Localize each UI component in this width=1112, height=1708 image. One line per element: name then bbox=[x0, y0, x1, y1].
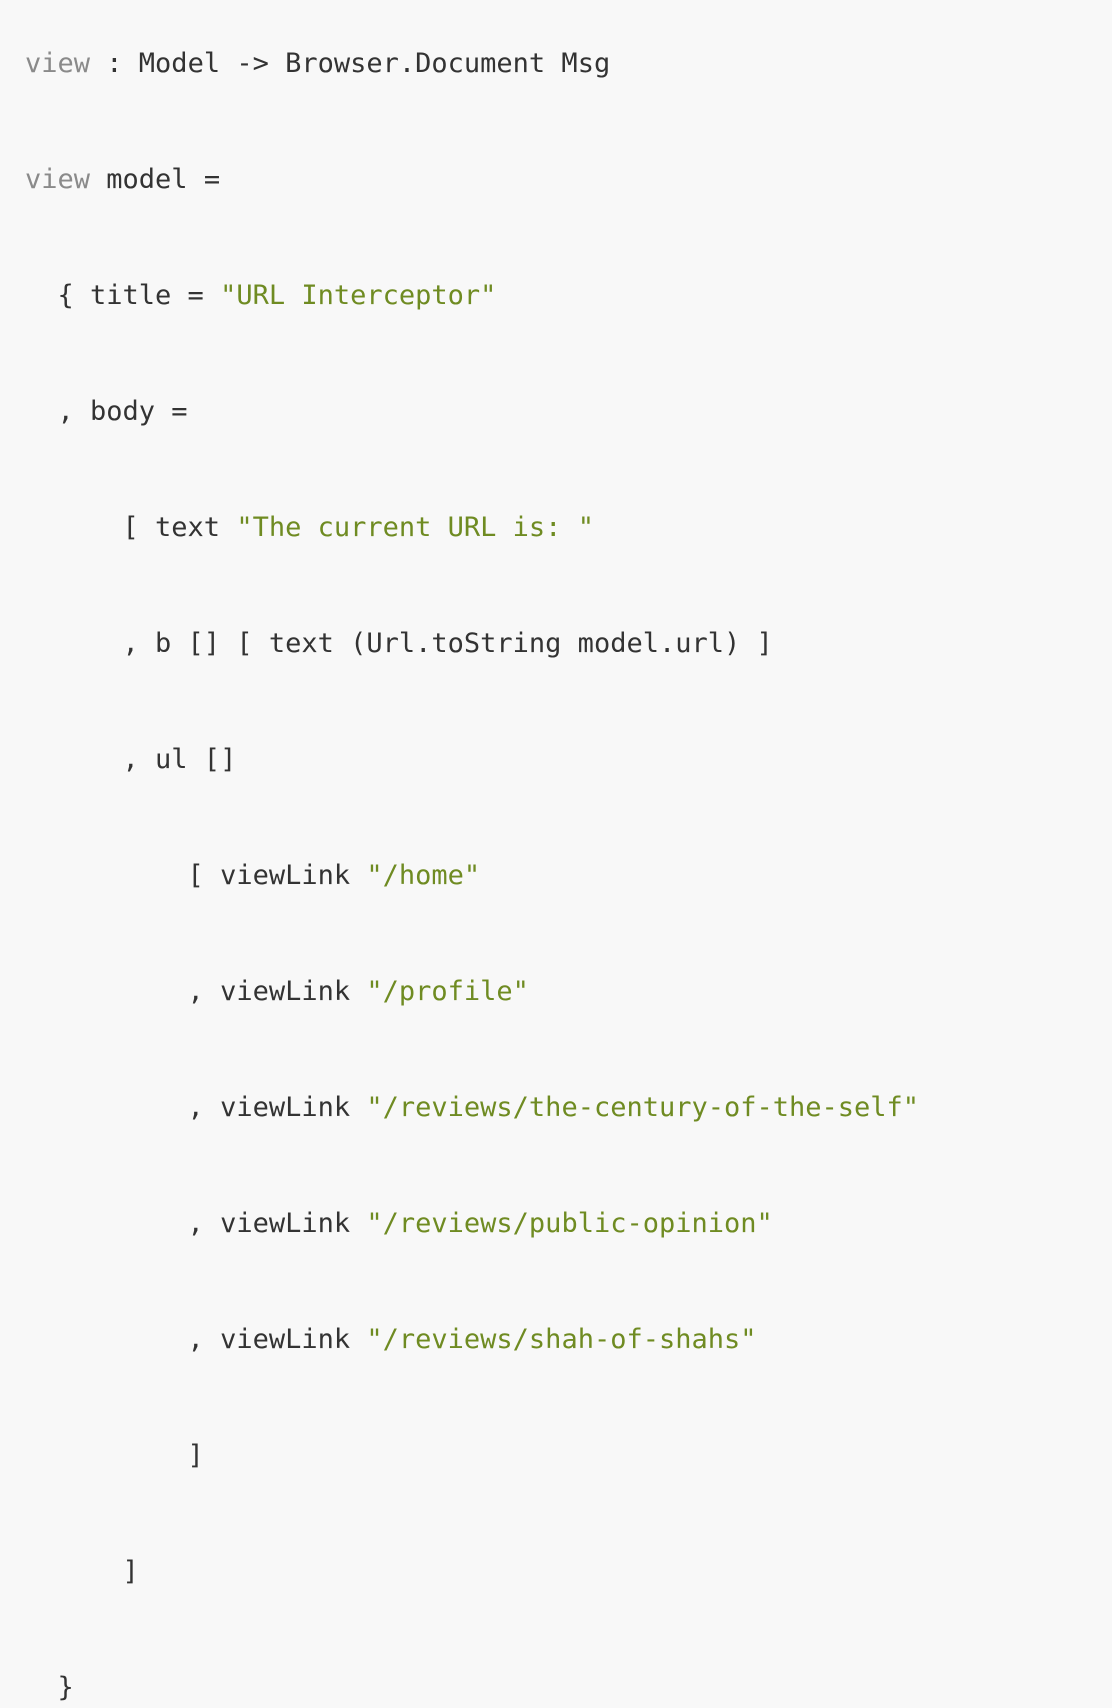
code-line-2: view model = bbox=[25, 160, 1112, 214]
code-token-plain: [ viewLink bbox=[25, 860, 367, 891]
code-line-8: [ viewLink "/home" bbox=[25, 856, 1112, 910]
code-line-10: , viewLink "/reviews/the-century-of-the-… bbox=[25, 1088, 1112, 1142]
code-token-string: "URL Interceptor" bbox=[220, 280, 497, 311]
code-token-plain: } bbox=[25, 1672, 74, 1703]
code-token-plain: { title = bbox=[25, 280, 221, 311]
code-line-9: , viewLink "/profile" bbox=[25, 972, 1112, 1026]
code-line-1: view : Model -> Browser.Document Msg bbox=[25, 44, 1112, 98]
code-token-string: "/profile" bbox=[366, 976, 529, 1007]
code-token-plain: [ text bbox=[25, 512, 237, 543]
code-line-13: ] bbox=[25, 1436, 1112, 1490]
code-line-7: , ul [] bbox=[25, 740, 1112, 794]
code-token-plain: model = bbox=[90, 164, 221, 195]
code-line-5: [ text "The current URL is: " bbox=[25, 508, 1112, 562]
code-token-plain: , ul [] bbox=[25, 744, 237, 775]
code-token-string: "/reviews/shah-of-shahs" bbox=[366, 1324, 757, 1355]
code-token-plain: , viewLink bbox=[25, 976, 367, 1007]
code-token-def: view bbox=[25, 48, 91, 79]
code-token-plain: , viewLink bbox=[25, 1208, 367, 1239]
code-token-plain: , b [] [ text (Url.toString model.url) ] bbox=[25, 628, 773, 659]
code-token-plain: : Model -> Browser.Document Msg bbox=[90, 48, 611, 79]
code-token-string: "/reviews/public-opinion" bbox=[366, 1208, 773, 1239]
code-line-12: , viewLink "/reviews/shah-of-shahs" bbox=[25, 1320, 1112, 1374]
code-token-string: "/home" bbox=[366, 860, 481, 891]
code-token-plain: , body = bbox=[25, 396, 188, 427]
code-line-4: , body = bbox=[25, 392, 1112, 446]
code-token-plain: ] bbox=[25, 1556, 139, 1587]
code-line-6: , b [] [ text (Url.toString model.url) ] bbox=[25, 624, 1112, 678]
code-line-14: ] bbox=[25, 1552, 1112, 1606]
code-token-def: view bbox=[25, 164, 91, 195]
code-block: view : Model -> Browser.Document Msg vie… bbox=[25, 44, 1112, 1703]
code-line-3: { title = "URL Interceptor" bbox=[25, 276, 1112, 330]
code-token-plain: ] bbox=[25, 1440, 204, 1471]
code-token-string: "/reviews/the-century-of-the-self" bbox=[366, 1092, 920, 1123]
code-token-plain: , viewLink bbox=[25, 1324, 367, 1355]
code-line-11: , viewLink "/reviews/public-opinion" bbox=[25, 1204, 1112, 1258]
code-line-15: } bbox=[25, 1668, 1112, 1708]
code-token-string: "The current URL is: " bbox=[236, 512, 594, 543]
code-token-plain: , viewLink bbox=[25, 1092, 367, 1123]
